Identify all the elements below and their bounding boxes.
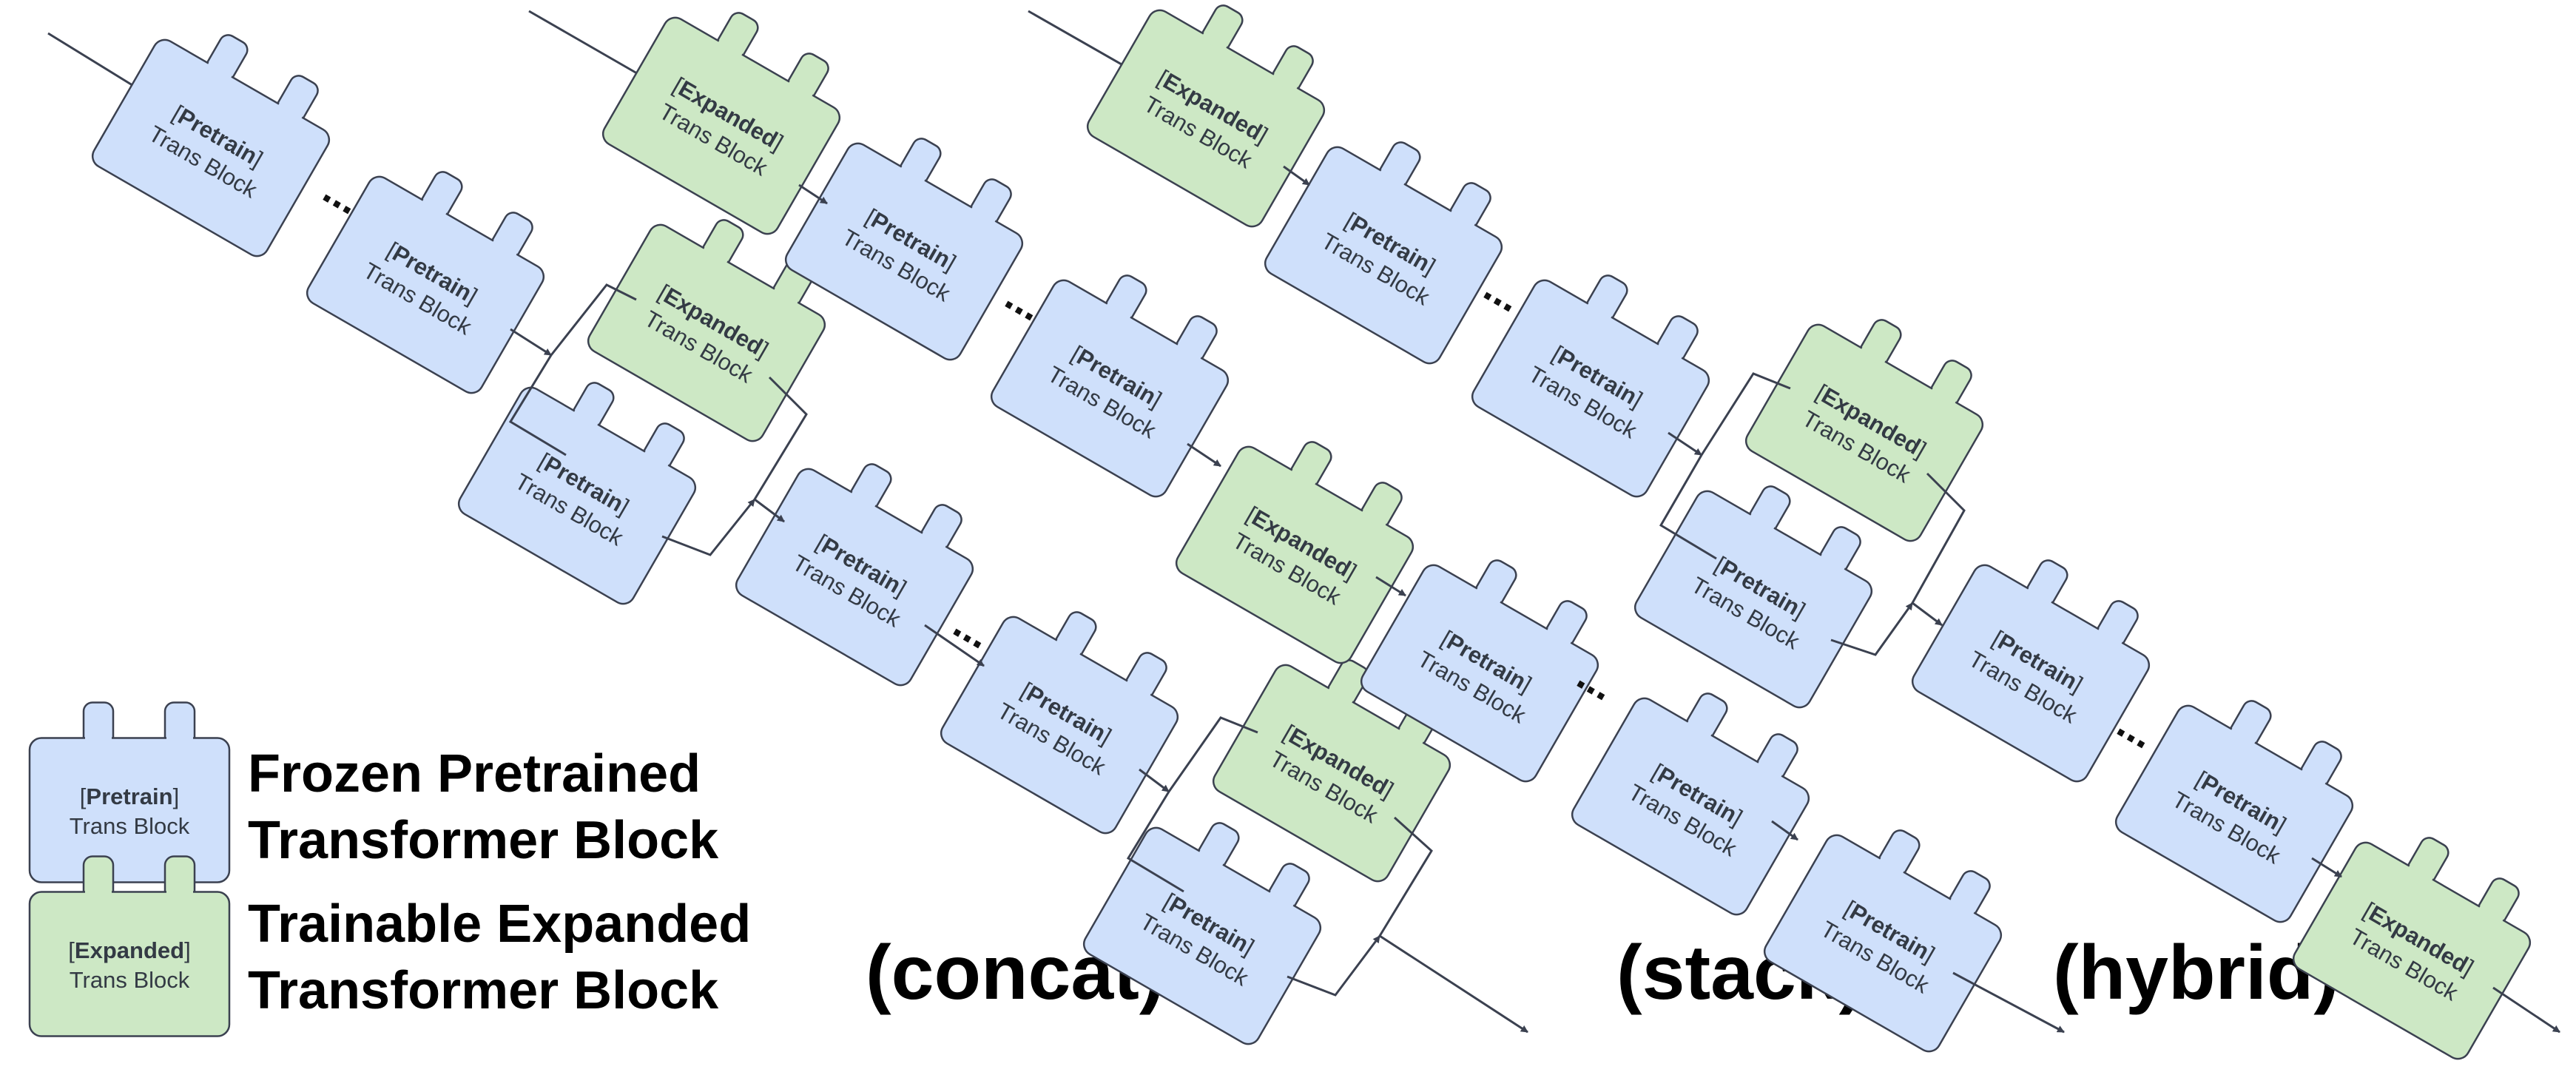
output-arrow (1952, 971, 2065, 1034)
block-body (28, 737, 231, 883)
input-arrow (47, 32, 145, 94)
legend-pretrain-block: [Pretrain] Trans Block (28, 701, 231, 883)
legend: [Pretrain]Trans Block Frozen Pretrained … (28, 701, 751, 1037)
output-arrow (2492, 986, 2560, 1034)
stack-block-5: [Pretrain]Trans Block (1571, 692, 1810, 916)
legend-pretrain-line1: Frozen Pretrained (248, 744, 701, 803)
concat-diagram: [Pretrain]Trans Block[Pretrain]Trans Blo… (47, 32, 1528, 1045)
stack-block-1: [Pretrain]Trans Block (784, 138, 1024, 361)
block-body (1212, 664, 1451, 883)
block-body (1086, 9, 1326, 228)
concat-block-7: [Pretrain]Trans Block (1082, 822, 1322, 1045)
arrow-split (510, 328, 552, 357)
hybrid-block-6: [Pretrain]Trans Block (2114, 700, 2354, 923)
branch-lower-out (1830, 602, 1914, 656)
caption-hybrid: (hybrid) (2053, 930, 2339, 1016)
concat-block-0: [Pretrain]Trans Block (91, 34, 331, 257)
stack-block-2: [Pretrain]Trans Block (990, 274, 1230, 498)
branch-upper-out (1911, 472, 1966, 604)
legend-expanded-line1: Trainable Expanded (248, 894, 751, 954)
arrow-split-2 (1139, 768, 1170, 793)
block-body (1763, 834, 2003, 1053)
branch-lower-in (508, 354, 567, 456)
legend-pretrain-line2: Transformer Block (248, 811, 719, 870)
legend-item-pretrain: [Pretrain] Trans Block (28, 701, 231, 883)
block-body (587, 223, 826, 442)
branch-upper-out (753, 376, 808, 500)
block-body (2292, 841, 2532, 1060)
legend-expanded-block: [Expanded] Trans Block (28, 855, 231, 1037)
hybrid-block-5: [Pretrain]Trans Block (1911, 559, 2151, 783)
block-body (91, 38, 331, 257)
stack-diagram: [Expanded]Trans Block[Pretrain]Trans Blo… (528, 10, 2065, 1053)
concat-block-2: [Expanded]Trans Block (587, 219, 826, 442)
hybrid-block-7: [Expanded]Trans Block (2292, 837, 2532, 1060)
arrow-3 (2311, 857, 2342, 878)
arrow-to-next (754, 498, 785, 523)
branch-lower-out (661, 499, 756, 556)
concat-block-5: [Pretrain]Trans Block (940, 611, 1179, 835)
branch2-lower-in (1126, 791, 1184, 893)
legend-item-expanded: [Expanded] Trans Block (28, 855, 231, 1037)
concat-block-3: [Pretrain]Trans Block (457, 382, 697, 605)
legend-expanded-line2: Transformer Block (248, 961, 719, 1020)
branch2-upper-out (1378, 816, 1433, 937)
block-body (990, 279, 1230, 498)
input-arrow (528, 10, 652, 83)
branch-lower-in (1659, 454, 1717, 560)
arrow-4 (1771, 820, 1798, 841)
block-body (1360, 564, 1599, 783)
output-arrow (1379, 934, 1528, 1034)
arrow-to-next (1912, 601, 1943, 627)
block-sub-label: Trans Block (70, 813, 190, 839)
block-body (601, 16, 841, 235)
arrow-3 (1375, 576, 1406, 597)
hybrid-block-2: [Pretrain]Trans Block (1471, 274, 1710, 498)
stack-block-0: [Expanded]Trans Block (601, 12, 841, 235)
arrow-to-next-2 (924, 624, 985, 667)
block-tag-label: [Pretrain] (80, 783, 179, 809)
arrow-2 (1187, 442, 1221, 468)
hybrid-block-0: [Expanded]Trans Block (1086, 4, 1326, 228)
branch2-lower-out (1287, 935, 1381, 997)
stack-block-6: [Pretrain]Trans Block (1763, 829, 2003, 1053)
block-body (1082, 826, 1322, 1045)
branch-upper-in (1700, 372, 1791, 456)
hybrid-block-1: [Pretrain]Trans Block (1264, 141, 1503, 365)
hybrid-block-3: [Expanded]Trans Block (1744, 319, 1984, 542)
block-body (784, 142, 1024, 361)
block-body (28, 891, 231, 1037)
block-body (1264, 146, 1503, 365)
arrow-1 (1283, 165, 1310, 186)
input-arrow (1028, 10, 1133, 72)
arrow-1 (798, 183, 828, 205)
block-body (1911, 564, 2151, 783)
concat-block-4: [Pretrain]Trans Block (735, 463, 974, 687)
block-body (306, 175, 545, 394)
stack-block-4: [Pretrain]Trans Block (1360, 559, 1599, 783)
block-sub-label: Trans Block (70, 967, 190, 993)
block-body (457, 386, 697, 605)
branch2-upper-in (1167, 716, 1258, 792)
stack-block-3: [Expanded]Trans Block (1175, 441, 1415, 664)
arrow-split (1668, 431, 1702, 456)
block-body (735, 468, 974, 687)
block-tag-label: [Expanded] (68, 937, 190, 963)
block-body (1571, 697, 1810, 916)
concat-block-1: [Pretrain]Trans Block (306, 171, 545, 394)
branch-upper-in (550, 283, 637, 356)
block-body (1175, 445, 1415, 664)
